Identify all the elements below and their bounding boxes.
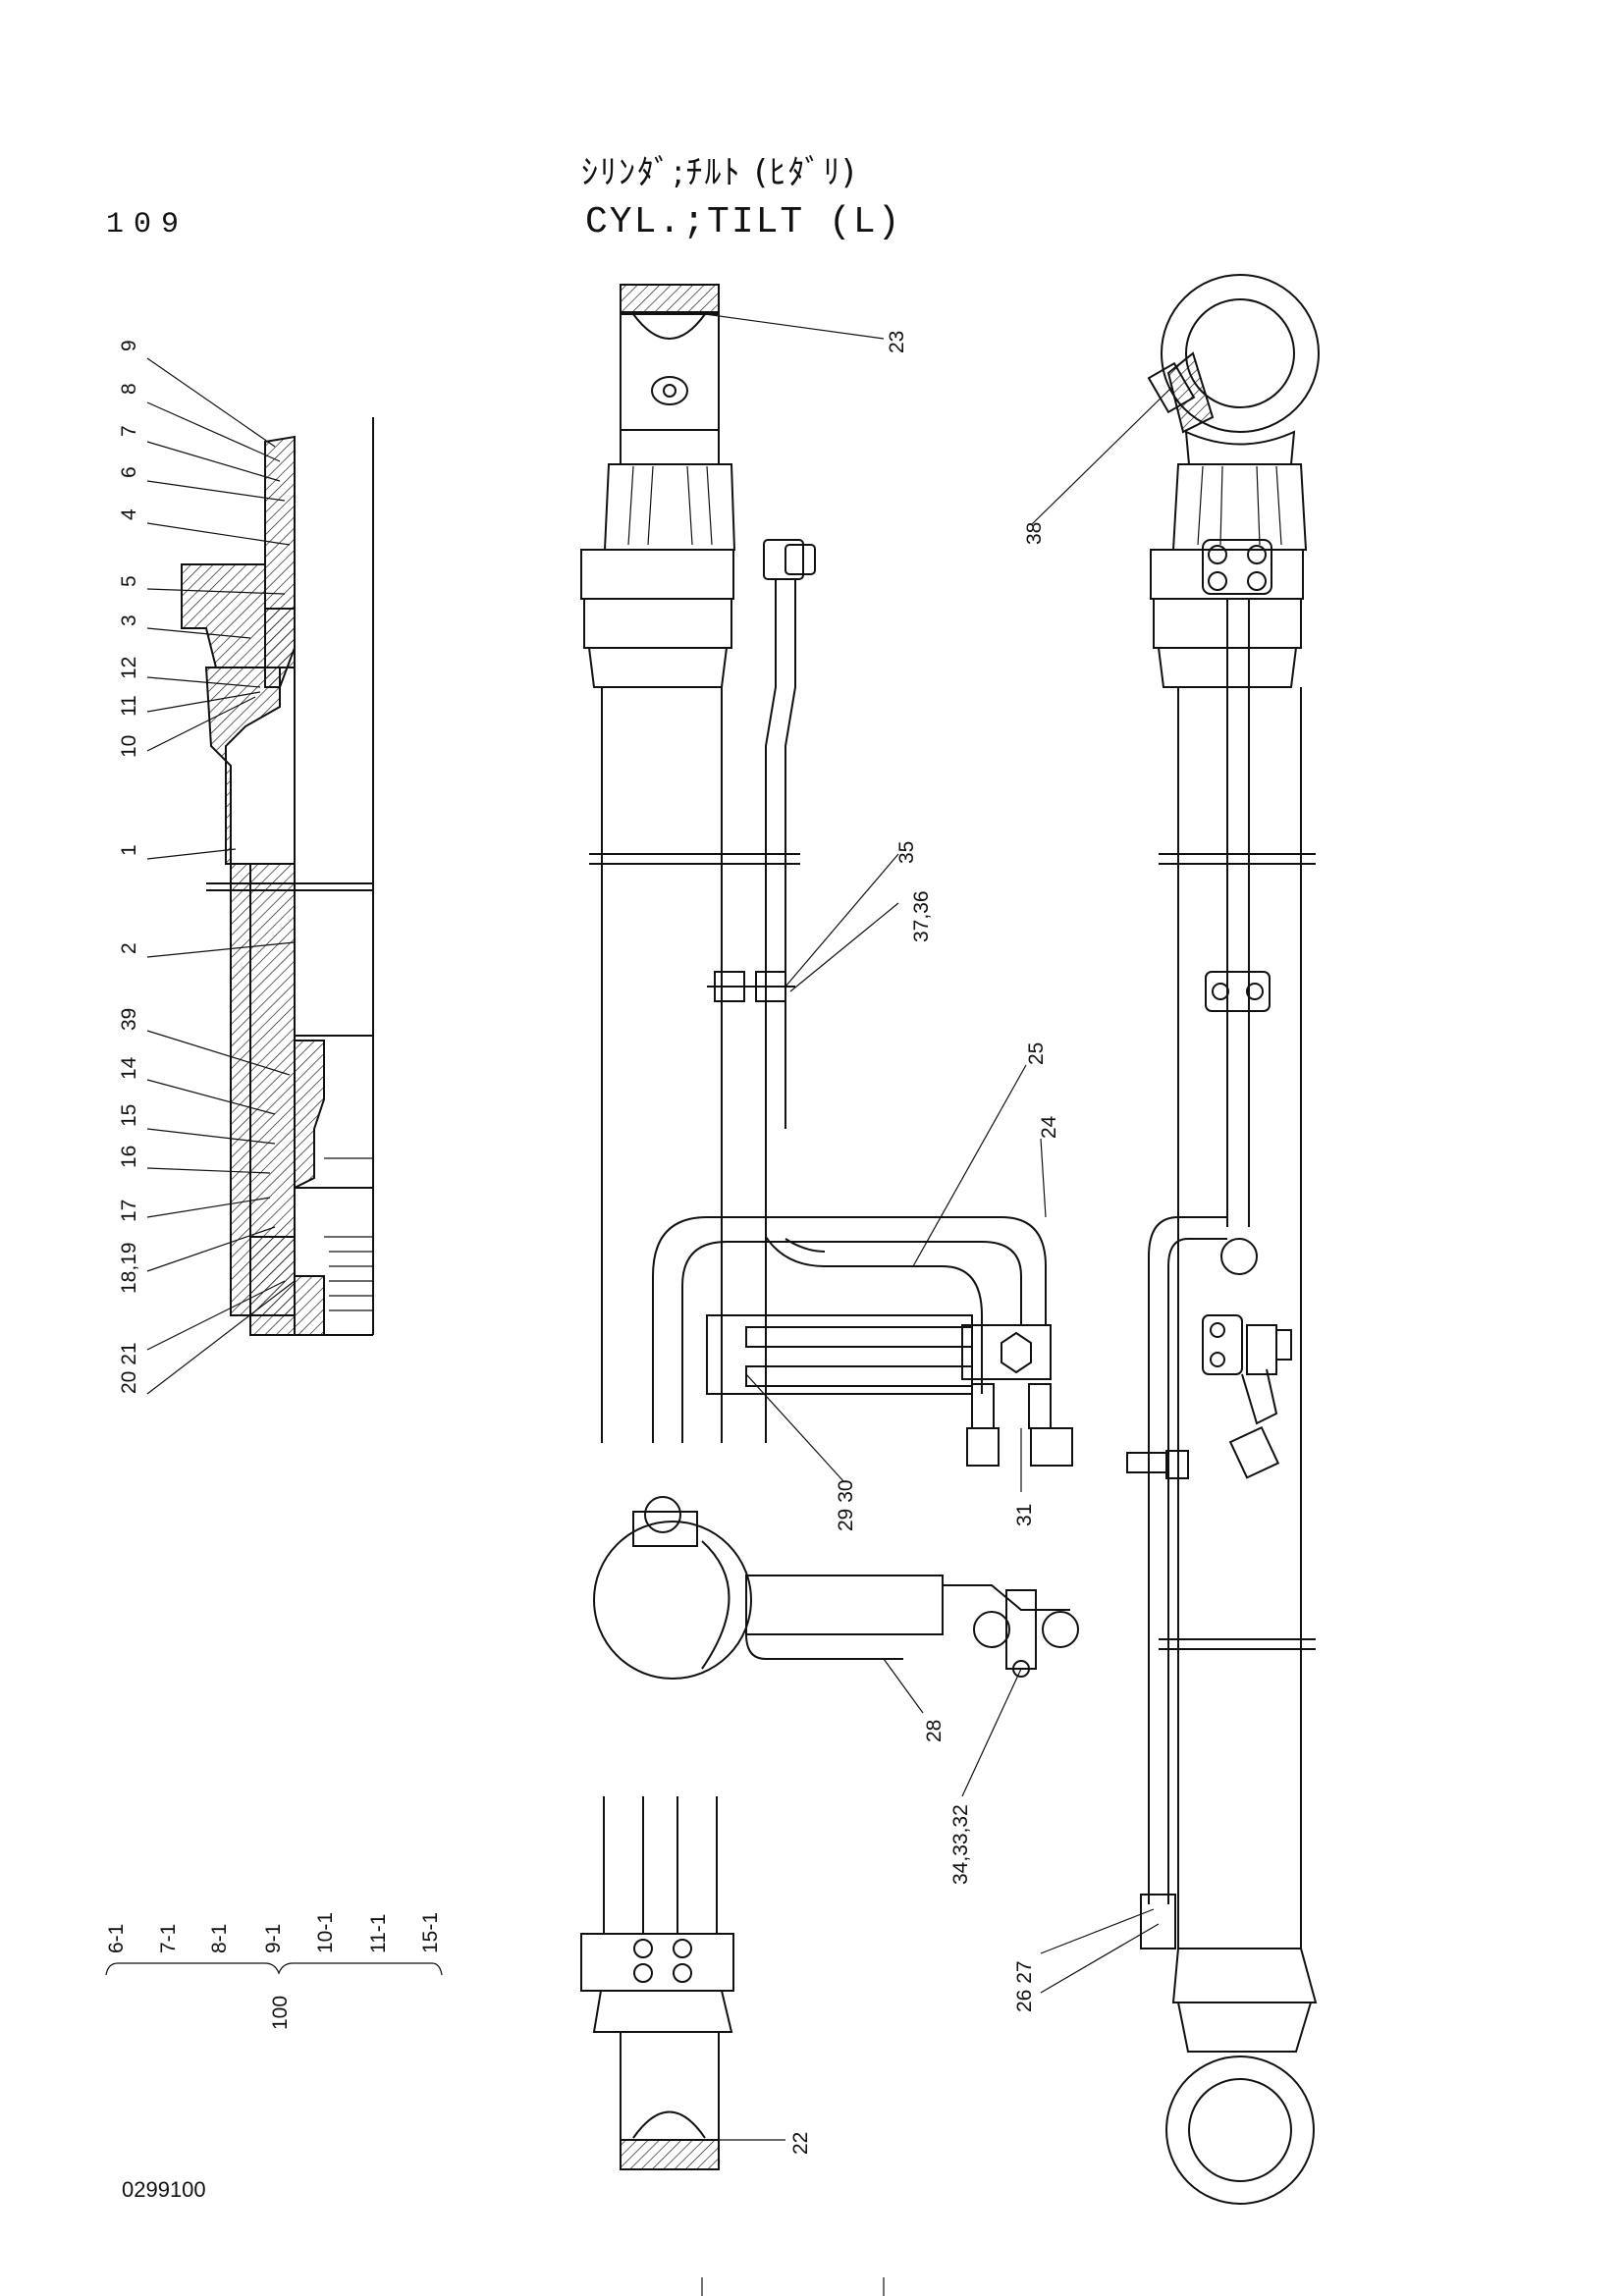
drawing-number: 0299100 <box>122 2177 206 2202</box>
title-english: CYL.;TILT (L) <box>585 201 902 243</box>
kit-item: 11-1 <box>367 1914 390 1953</box>
label-23: 23 <box>886 331 908 353</box>
label-29-30: 29 30 <box>835 1479 857 1531</box>
label-10: 10 <box>118 735 140 758</box>
kit-list: 6-1 7-1 8-1 9-1 10-1 11-1 15-1 100 <box>105 1912 443 2030</box>
kit-item: 10-1 <box>314 1912 337 1953</box>
label-20-21: 20 21 <box>118 1342 140 1394</box>
label-15: 15 <box>118 1104 140 1127</box>
label-25: 25 <box>1025 1042 1048 1065</box>
label-3: 3 <box>118 614 140 626</box>
label-7: 7 <box>118 425 140 437</box>
leader-lines <box>704 313 1172 2141</box>
section-view-labels: 9 8 7 6 4 5 3 12 11 10 1 2 39 14 15 16 1… <box>118 340 140 1394</box>
label-28: 28 <box>923 1720 946 1742</box>
label-5: 5 <box>118 575 140 587</box>
kit-item: 9-1 <box>262 1924 285 1953</box>
label-11: 11 <box>118 695 140 717</box>
label-22: 22 <box>789 2132 812 2155</box>
kit-item: 15-1 <box>419 1912 442 1953</box>
side-view <box>1126 274 1320 2205</box>
label-37-36: 37,36 <box>910 890 933 942</box>
kit-item: 8-1 <box>208 1924 231 1953</box>
label-18-19: 18,19 <box>118 1242 140 1294</box>
kit-number: 100 <box>269 1996 292 2030</box>
label-38: 38 <box>1023 522 1046 545</box>
label-16: 16 <box>118 1146 140 1168</box>
label-8: 8 <box>118 383 140 395</box>
label-2: 2 <box>118 942 140 954</box>
label-1: 1 <box>118 844 140 856</box>
label-34-33-32: 34,33,32 <box>949 1804 972 1885</box>
label-9: 9 <box>118 340 140 351</box>
label-6: 6 <box>118 466 140 478</box>
main-view <box>580 284 1079 2170</box>
side-view-labels: 38 26 27 <box>1013 522 1046 2012</box>
frame-marks <box>701 2277 885 2296</box>
main-view-labels: 23 35 37,36 25 24 29 30 31 28 34,33,32 2… <box>789 331 1060 2155</box>
label-14: 14 <box>118 1056 140 1080</box>
page-number: 109 <box>106 208 189 241</box>
label-4: 4 <box>118 508 140 520</box>
label-26-27: 26 27 <box>1013 1960 1036 2012</box>
kit-item: 6-1 <box>105 1924 128 1953</box>
title-japanese: ｼﾘﾝﾀﾞ;ﾁﾙﾄ (ﾋﾀﾞﾘ) <box>581 153 857 192</box>
label-35: 35 <box>895 841 918 864</box>
label-31: 31 <box>1013 1504 1036 1526</box>
label-39: 39 <box>118 1008 140 1031</box>
kit-item: 7-1 <box>157 1924 180 1953</box>
label-12: 12 <box>118 657 140 679</box>
section-view <box>146 357 374 1395</box>
label-17: 17 <box>118 1200 140 1222</box>
label-24: 24 <box>1038 1115 1060 1139</box>
